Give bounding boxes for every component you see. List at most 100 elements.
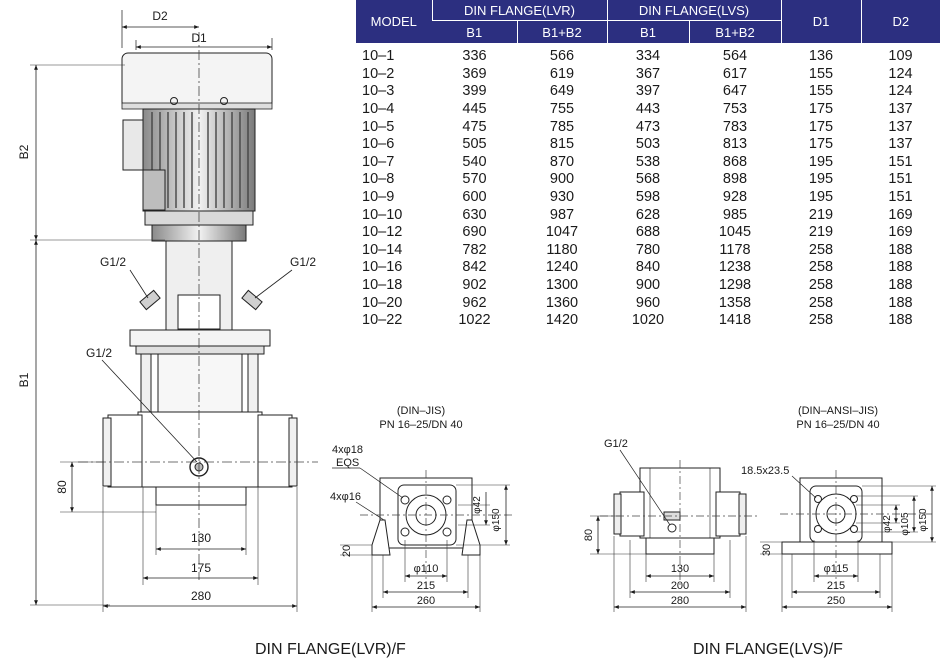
cell-lvs-b1b2: 1298 xyxy=(718,277,752,294)
cell-d2: 188 xyxy=(888,294,913,311)
cell-lvs-b1: 397 xyxy=(635,83,661,100)
cell-lvs-b1b2: 647 xyxy=(722,83,748,100)
lvs-h80: 80 xyxy=(583,529,595,541)
cell-lvs-b1: 568 xyxy=(635,171,661,188)
cell-lvr-b1b2: 619 xyxy=(549,65,575,82)
lvr-h20: 20 xyxy=(341,545,353,557)
cell-lvr-b1b2: 930 xyxy=(549,189,575,206)
cell-d2: 151 xyxy=(888,153,913,170)
cell-lvr-b1b2: 815 xyxy=(549,136,575,153)
cell-d2: 169 xyxy=(888,224,913,241)
header-din-lvr: DIN FLANGE(LVR) xyxy=(431,0,607,21)
cell-lvr-b1: 570 xyxy=(462,171,487,188)
cell-model: 10–5 xyxy=(362,118,395,135)
cell-lvr-b1: 1022 xyxy=(458,312,491,329)
cell-lvs-b1b2: 985 xyxy=(722,206,748,223)
cell-d1: 136 xyxy=(808,48,834,65)
cell-d2: 188 xyxy=(888,312,913,329)
cell-model: 10–12 xyxy=(362,224,403,241)
cell-model: 10–4 xyxy=(362,101,395,118)
cell-d1: 258 xyxy=(808,312,834,329)
cell-d2: 137 xyxy=(888,118,913,135)
lvs-w130: 130 xyxy=(671,563,689,575)
cell-lvr-b1: 336 xyxy=(462,48,487,65)
cell-model: 10–2 xyxy=(362,65,395,82)
cell-lvs-b1: 598 xyxy=(635,189,661,206)
lvr-bolt-16: 4xφ16 xyxy=(330,491,361,503)
dim-d2: D2 xyxy=(152,9,168,23)
header-din-lvs: DIN FLANGE(LVS) xyxy=(606,0,781,21)
cell-lvr-b1b2: 1360 xyxy=(545,294,579,311)
lvs-w280: 280 xyxy=(671,595,689,607)
lvr-eqs: EQS xyxy=(336,457,359,469)
lvr-phi42: φ42 xyxy=(472,496,483,514)
cell-model: 10–18 xyxy=(362,277,403,294)
cell-lvs-b1b2: 564 xyxy=(722,48,748,65)
lvs-w250: 250 xyxy=(827,595,845,607)
lvs-w215: 215 xyxy=(827,580,845,592)
dim-175: 175 xyxy=(191,561,211,575)
cell-lvs-b1b2: 1045 xyxy=(718,224,752,241)
cell-d1: 195 xyxy=(808,153,834,170)
cell-d2: 109 xyxy=(888,48,913,65)
cell-model: 10–1 xyxy=(362,48,395,65)
lvs-phi105: φ105 xyxy=(900,512,911,536)
cell-lvr-b1: 690 xyxy=(462,224,487,241)
pump-drawing: D2 D1 B2 B1 G1/2 G1/2 G1/2 80 130 1 xyxy=(17,9,318,612)
cell-lvr-b1b2: 1240 xyxy=(545,259,579,276)
label-g-drain: G1/2 xyxy=(86,346,112,360)
cell-lvs-b1: 334 xyxy=(635,48,661,65)
cell-lvs-b1: 538 xyxy=(635,153,661,170)
cell-lvs-b1: 688 xyxy=(635,224,661,241)
cell-lvr-b1: 962 xyxy=(462,294,487,311)
cell-d2: 124 xyxy=(888,65,913,82)
cell-model: 10–8 xyxy=(362,171,395,188)
cell-d1: 155 xyxy=(808,83,834,100)
lvr-w215: 215 xyxy=(417,580,435,592)
lvs-pressure: PN 16–25/DN 40 xyxy=(796,419,879,431)
cell-lvr-b1: 445 xyxy=(462,101,487,118)
dim-b2: B2 xyxy=(17,144,31,159)
lvs-w200: 200 xyxy=(671,580,689,592)
cell-model: 10–14 xyxy=(362,241,403,258)
cell-lvs-b1: 960 xyxy=(635,294,661,311)
cell-model: 10–3 xyxy=(362,83,395,100)
label-g-left: G1/2 xyxy=(100,255,126,269)
lvs-slot: 18.5x23.5 xyxy=(741,465,789,477)
lvs-h30: 30 xyxy=(761,544,773,556)
lvr-w260: 260 xyxy=(417,595,435,607)
cell-lvr-b1b2: 870 xyxy=(549,153,575,170)
header-lvs-b1b2: B1+B2 xyxy=(688,20,781,43)
cell-lvs-b1: 443 xyxy=(635,101,661,118)
cell-lvs-b1: 780 xyxy=(635,241,661,258)
cell-lvr-b1b2: 1300 xyxy=(545,277,579,294)
dim-280: 280 xyxy=(191,589,211,603)
cell-d2: 188 xyxy=(888,277,913,294)
cell-lvr-b1: 540 xyxy=(462,153,487,170)
cell-model: 10–9 xyxy=(362,189,395,206)
header-model: MODEL xyxy=(356,0,432,43)
label-g-right: G1/2 xyxy=(290,255,316,269)
cell-lvr-b1: 600 xyxy=(462,189,487,206)
cell-d2: 137 xyxy=(888,101,913,118)
cell-d2: 169 xyxy=(888,206,913,223)
cell-lvs-b1b2: 1178 xyxy=(719,241,751,258)
cell-lvs-b1: 900 xyxy=(635,277,661,294)
cell-lvr-b1b2: 987 xyxy=(549,206,575,223)
cell-d1: 258 xyxy=(808,241,834,258)
header-lvr-b1b2: B1+B2 xyxy=(516,20,607,43)
lvr-pressure: PN 16–25/DN 40 xyxy=(379,419,462,431)
cell-d1: 195 xyxy=(808,171,834,188)
cell-lvs-b1b2: 1358 xyxy=(718,294,752,311)
cell-d2: 137 xyxy=(888,136,913,153)
cell-lvr-b1: 842 xyxy=(462,259,487,276)
cell-d1: 258 xyxy=(808,294,834,311)
